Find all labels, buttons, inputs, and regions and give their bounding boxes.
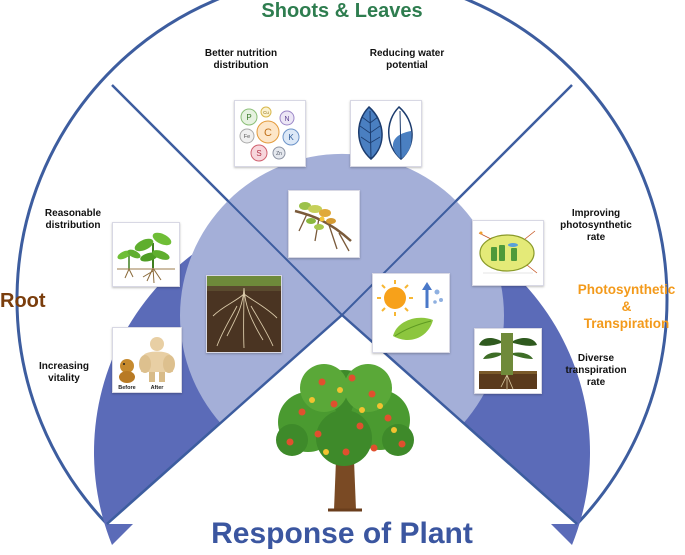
caption-water-line1: Reducing water xyxy=(369,48,445,59)
caption-nutrition: Better nutrition distribution xyxy=(186,48,296,72)
photo-title-line1: Photosynthetic xyxy=(577,282,676,297)
outer-arc xyxy=(15,0,669,526)
before-after-icon: Before After xyxy=(112,327,182,393)
after-label: After xyxy=(151,385,165,391)
photo-title-line3: Transpiration xyxy=(583,316,670,331)
caption-water: Reducing water potential xyxy=(352,48,462,72)
inner-divider-up-left xyxy=(226,199,343,316)
caption-transpiration-line3: rate xyxy=(586,377,606,388)
caption-distribution-line2: distribution xyxy=(45,220,101,231)
inner-divider-up-right xyxy=(341,199,458,316)
nutrient-label: Fe xyxy=(244,134,250,140)
main-title: Response of Plant xyxy=(211,517,473,550)
caption-water-line2: potential xyxy=(386,60,428,71)
caption-photosynthetic-line3: rate xyxy=(586,232,606,243)
sun-leaf-icon xyxy=(372,273,450,353)
caption-distribution: Reasonable distribution xyxy=(36,208,110,232)
section-title-root: Root xyxy=(0,290,46,312)
blue-leaves-icon xyxy=(350,100,422,167)
nutrient-label: K xyxy=(288,133,294,142)
caption-vitality-line2: vitality xyxy=(48,373,80,384)
nutrient-bubbles-icon: P Cu N Fe C K S Zn xyxy=(234,100,306,167)
seedlings-icon xyxy=(112,222,180,287)
nutrient-label: P xyxy=(246,113,251,122)
caption-photosynthetic-line2: photosynthetic xyxy=(560,220,632,231)
caption-vitality: Increasing vitality xyxy=(34,361,94,385)
nutrient-label: Cu xyxy=(263,110,269,115)
photo-title-line2: & xyxy=(621,299,632,314)
caption-nutrition-line2: distribution xyxy=(213,60,269,71)
before-label: Before xyxy=(118,385,135,391)
roots-soil-icon xyxy=(206,275,282,353)
nutrient-label: N xyxy=(284,116,289,123)
caption-transpiration-line2: transpiration xyxy=(565,365,627,376)
inner-circle xyxy=(180,153,504,430)
caption-photosynthetic: Improving photosynthetic rate xyxy=(556,208,636,244)
caption-distribution-line1: Reasonable xyxy=(44,208,102,219)
caption-transpiration-line1: Diverse xyxy=(577,353,615,364)
caption-transpiration: Diverse transpiration rate xyxy=(556,353,636,389)
stem-soil-icon xyxy=(474,328,542,394)
caption-photosynthetic-line1: Improving xyxy=(571,208,621,219)
fruit-tree-icon xyxy=(276,364,414,512)
caption-vitality-line1: Increasing xyxy=(38,361,90,372)
nutrient-label: S xyxy=(256,149,261,158)
section-title-shoots-leaves: Shoots & Leaves xyxy=(261,0,423,22)
nutrient-label: C xyxy=(264,127,272,139)
branch-icon xyxy=(288,190,360,258)
section-title-photosynthetic: Photosynthetic & Transpiration xyxy=(568,281,685,332)
nutrient-label: Zn xyxy=(276,151,282,157)
chloroplast-icon xyxy=(472,220,544,286)
caption-nutrition-line1: Better nutrition xyxy=(204,48,278,59)
